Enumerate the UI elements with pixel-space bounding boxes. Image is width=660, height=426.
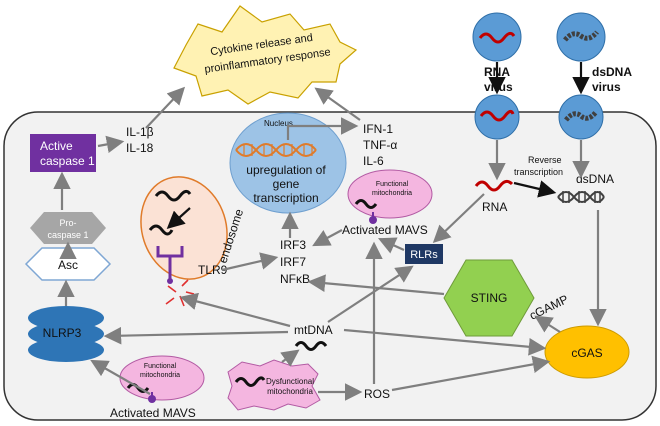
ros-label: ROS: [364, 387, 390, 401]
mtdna-label: mtDNA: [294, 323, 333, 337]
functional-mito-bottom-line2: mitochondria: [140, 372, 180, 379]
mtdna-strand: [294, 341, 328, 351]
functional-mito-top-line1: Functional: [376, 181, 409, 188]
asc-label: Asc: [58, 258, 78, 272]
dsdna-label: dsDNA: [576, 172, 614, 186]
nlrp3-label: NLRP3: [43, 326, 82, 340]
rna-label: RNA: [482, 200, 507, 214]
ifn1-label: IFN-1: [363, 122, 393, 136]
irf3-label: IRF3: [280, 238, 306, 252]
asc-hexagon: [24, 247, 112, 281]
pathway-arrows: [53, 62, 607, 401]
rlrs-box: [405, 244, 443, 264]
nfkb-label: NFκB: [280, 272, 310, 286]
activated-mavs-top: Activated MAVS: [342, 223, 428, 237]
rna-virus-top: [472, 12, 522, 62]
cgas-label: cGAS: [571, 346, 602, 360]
reverse-transcription-line1: Reverse: [528, 155, 562, 165]
sting-hexagon: [443, 259, 535, 337]
dsdna-helix: [557, 191, 605, 203]
active-caspase-box: [30, 134, 96, 172]
sting-label: STING: [471, 291, 508, 305]
procaspase-line2: caspase 1: [47, 230, 88, 240]
nucleus-line1: upregulation of: [246, 163, 326, 177]
il18-label: IL-18: [126, 141, 154, 155]
procaspase-line1: Pro-: [59, 218, 76, 228]
dsdna-virus-line2: virus: [592, 80, 621, 94]
tlr9-label: TLR9: [198, 263, 228, 277]
rlrs-label: RLRs: [410, 249, 438, 261]
dysfunctional-mitochondria: [227, 359, 321, 411]
il6-label: IL-6: [363, 154, 384, 168]
cytokine-burst: [173, 5, 358, 105]
dysfunctional-mito-line1: Dysfunctional: [266, 377, 314, 386]
activated-mavs-bottom: Activated MAVS: [110, 406, 196, 420]
active-caspase-line2: caspase 1: [40, 154, 95, 168]
rna-virus-line2: virus: [484, 80, 513, 94]
nucleus-title: Nucleus: [264, 119, 293, 128]
il1b-label: IL-1β: [126, 125, 154, 139]
rna-strand: [474, 179, 514, 192]
reverse-transcription-line2: transcription: [514, 167, 563, 177]
rna-virus-entry: [474, 94, 520, 140]
tnfa-label: TNF-α: [363, 138, 397, 152]
nlrp3-stack: [28, 306, 104, 362]
functional-mito-bottom-line1: Functional: [144, 363, 177, 370]
active-caspase-line1: Active: [40, 139, 73, 153]
dna-helix-nucleus: [235, 143, 317, 157]
dysfunctional-mito-line2: mitochondria: [267, 387, 313, 396]
functional-mito-top-line2: mitochondria: [372, 190, 412, 197]
nucleus-line3: transcription: [253, 191, 318, 205]
dsdna-virus-line1: dsDNA: [592, 65, 632, 79]
nucleus-line2: gene: [273, 177, 300, 191]
irf7-label: IRF7: [280, 255, 306, 269]
procaspase-hexagon: [30, 212, 106, 244]
